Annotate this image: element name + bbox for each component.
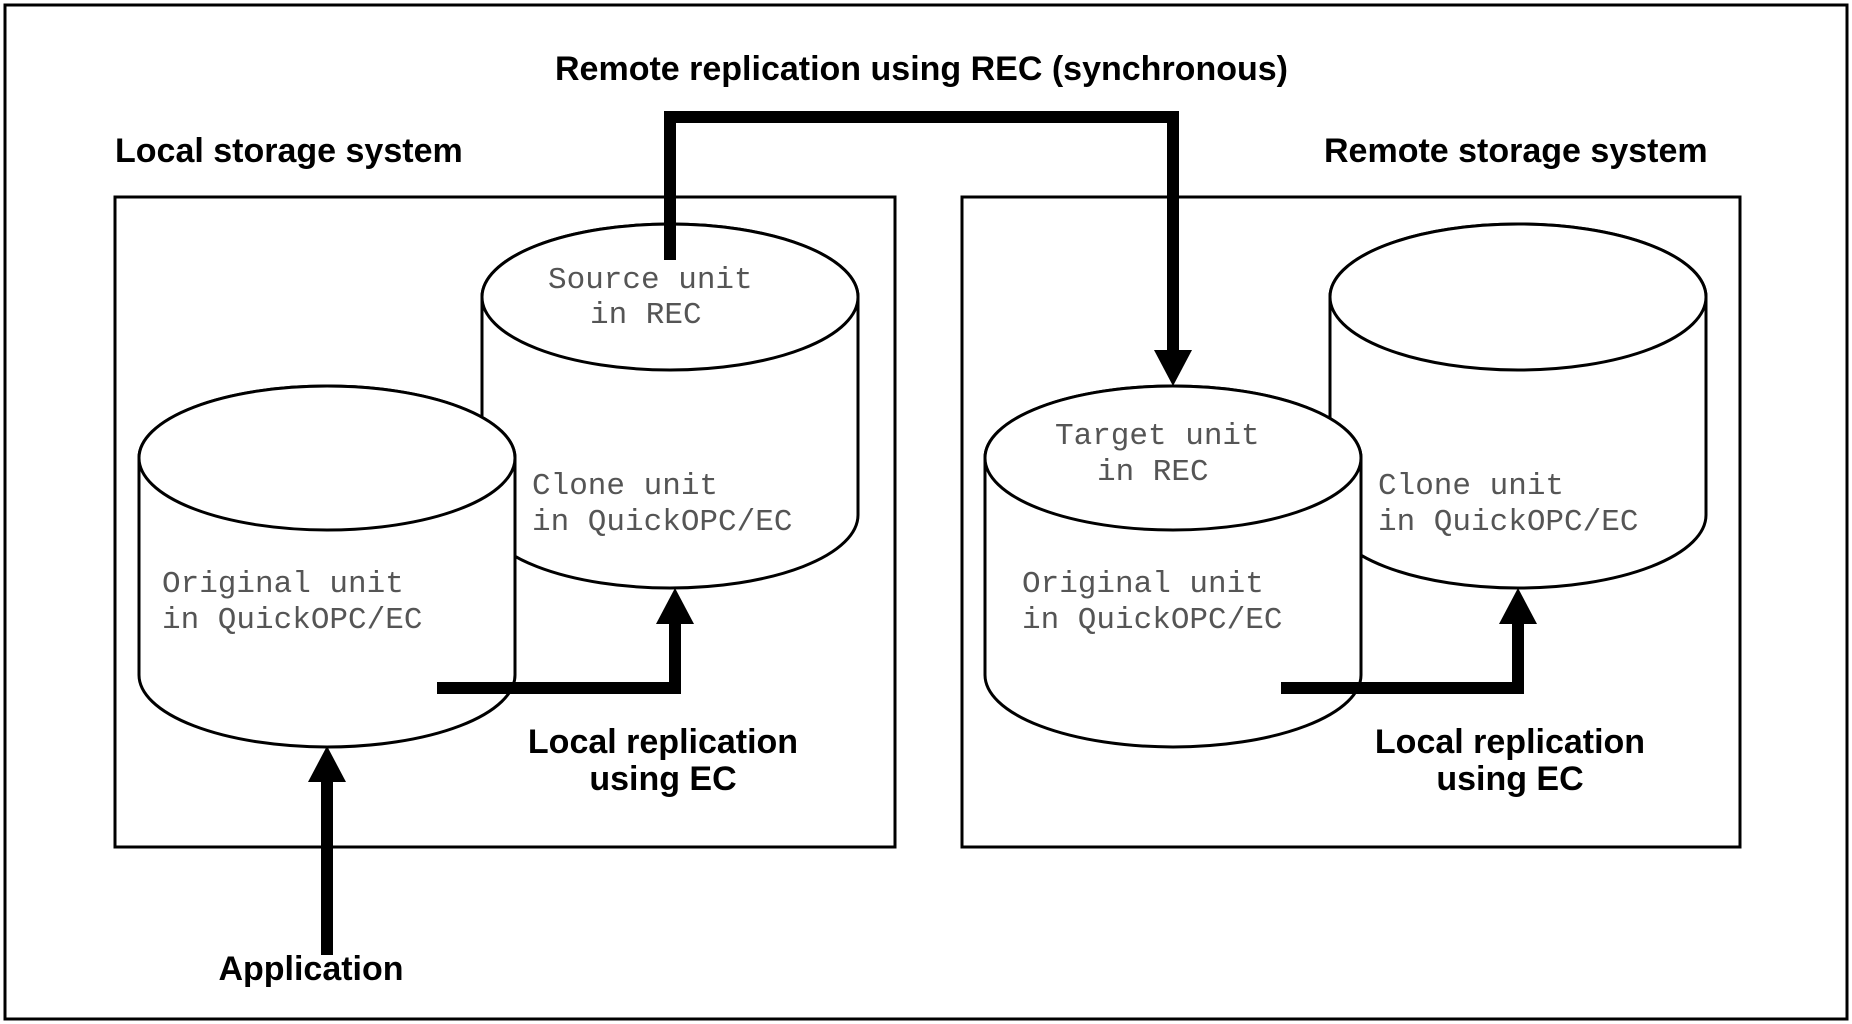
- local-source-clone-cylinder: [480, 222, 860, 590]
- remote-local-replication-arrow: [1281, 588, 1537, 694]
- local-original-unit-label-2: in QuickOPC/EC: [162, 603, 422, 638]
- remote-local-replication-label: Local replication: [1375, 723, 1645, 761]
- remote-target-unit-label: Target unit: [1055, 419, 1260, 454]
- remote-clone-cylinder: [1328, 222, 1708, 590]
- remote-replication-arrow: [664, 111, 1192, 386]
- remote-replication-title: Remote replication using REC (synchronou…: [555, 50, 1288, 88]
- local-replication-arrow: [437, 588, 694, 694]
- local-clone-unit-label-2: in QuickOPC/EC: [532, 505, 792, 540]
- local-replication-label: Local replication: [528, 723, 798, 761]
- remote-original-unit-label: Original unit: [1022, 567, 1264, 602]
- remote-clone-unit-label: Clone unit: [1378, 469, 1564, 504]
- remote-storage-system-label: Remote storage system: [1324, 132, 1708, 170]
- local-original-cylinder: [137, 384, 517, 749]
- local-storage-system-box: [113, 195, 897, 849]
- remote-local-replication-label-2: using EC: [1436, 760, 1583, 798]
- local-clone-unit-label: Clone unit: [532, 469, 718, 504]
- remote-clone-unit-label-2: in QuickOPC/EC: [1378, 505, 1638, 540]
- remote-target-original-cylinder: [983, 384, 1363, 749]
- local-source-unit-label: Source unit: [548, 263, 753, 298]
- local-replication-label-2: using EC: [589, 760, 736, 798]
- application-arrow: [308, 746, 346, 955]
- remote-target-unit-label-2: in REC: [1097, 455, 1209, 490]
- remote-storage-system-box: [960, 195, 1742, 849]
- remote-original-unit-label-2: in QuickOPC/EC: [1022, 603, 1282, 638]
- application-label: Application: [218, 950, 403, 988]
- local-original-unit-label: Original unit: [162, 567, 404, 602]
- local-storage-system-label: Local storage system: [115, 132, 463, 170]
- outer-frame: [3, 3, 1849, 1021]
- local-source-unit-label-2: in REC: [590, 298, 702, 333]
